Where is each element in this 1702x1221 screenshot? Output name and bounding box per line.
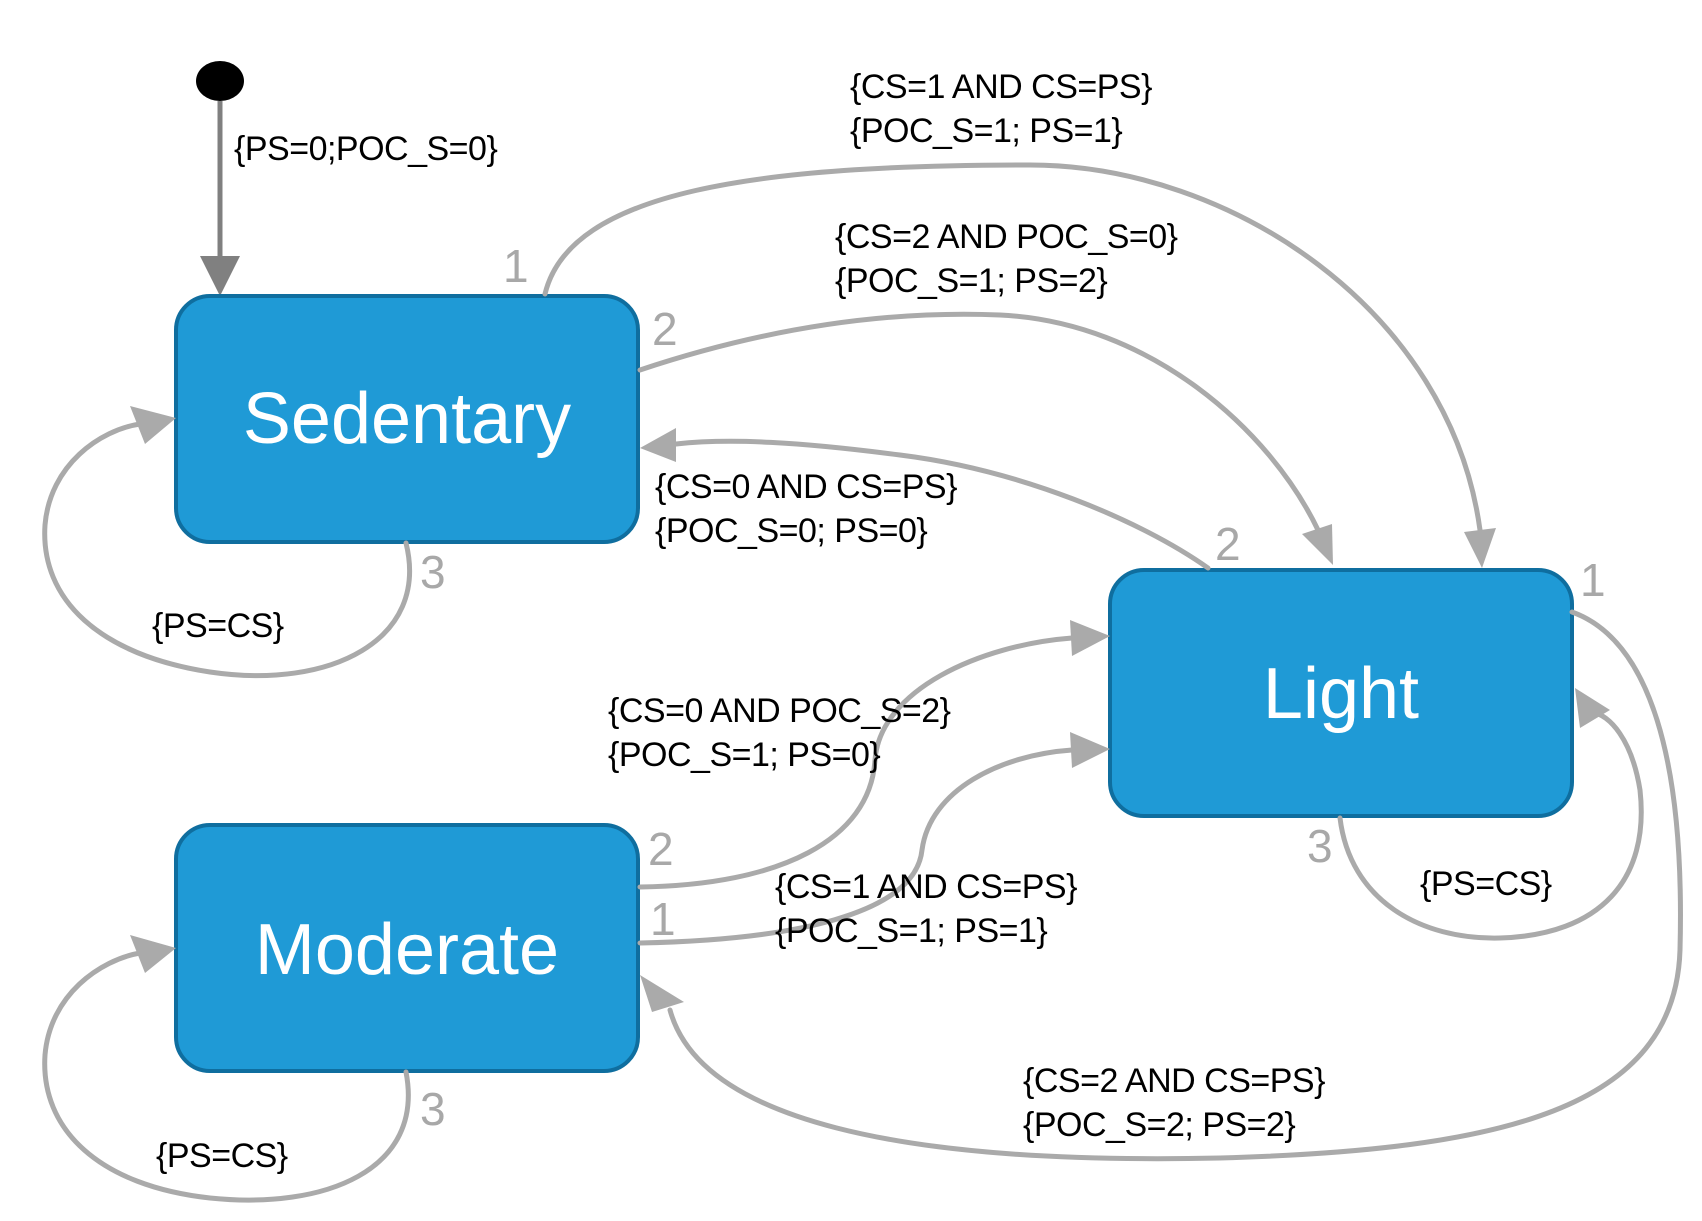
priority-sedentary-to-light-2: 2 [652, 303, 678, 355]
transition-light-to-moderate [667, 609, 1683, 1162]
arrowhead-light-to-sedentary [640, 428, 676, 462]
transition-light-to-sedentary [673, 438, 1211, 571]
action-sedentary-to-light-2: {POC_S=1; PS=2} [835, 262, 1107, 300]
arrowhead-light-self [1575, 688, 1610, 728]
label-light-self: {PS=CS} [1420, 865, 1552, 903]
initial-arrowhead [200, 256, 240, 296]
arrowhead-moderate-to-light-2 [1070, 620, 1110, 656]
state-moderate-label: Moderate [255, 910, 559, 990]
arrowhead-moderate-self [130, 935, 176, 973]
action-light-to-sedentary: {POC_S=0; PS=0} [655, 512, 927, 550]
condition-moderate-to-light-1: {CS=1 AND CS=PS} [775, 868, 1077, 906]
priority-moderate-to-light-1: 1 [650, 893, 676, 945]
action-light-to-moderate: {POC_S=2; PS=2} [1023, 1106, 1295, 1144]
condition-moderate-to-light-2: {CS=0 AND POC_S=2} [608, 692, 951, 730]
priority-moderate-self: 3 [420, 1083, 446, 1135]
condition-sedentary-to-light-2: {CS=2 AND POC_S=0} [835, 218, 1178, 256]
arrowhead-sedentary-to-light-1 [1464, 528, 1496, 568]
priority-light-to-moderate: 1 [1580, 554, 1606, 606]
priority-moderate-to-light-2: 2 [648, 823, 674, 875]
condition-light-to-moderate: {CS=2 AND CS=PS} [1023, 1062, 1325, 1100]
transition-sedentary-to-light-2 [637, 311, 1321, 533]
label-sedentary-self: {PS=CS} [152, 607, 284, 645]
condition-sedentary-to-light-1: {CS=1 AND CS=PS} [850, 68, 1152, 106]
arrowhead-moderate-to-light-1 [1070, 732, 1110, 768]
priority-light-self: 3 [1307, 820, 1333, 872]
action-sedentary-to-light-1: {POC_S=1; PS=1} [850, 112, 1122, 150]
arrowhead-sedentary-self [130, 406, 176, 444]
transition-sedentary-to-light-1 [542, 162, 1483, 533]
transition-light-self [1337, 709, 1644, 941]
arrowhead-sedentary-to-light-2 [1302, 524, 1333, 565]
label-moderate-self: {PS=CS} [156, 1137, 288, 1175]
action-moderate-to-light-1: {POC_S=1; PS=1} [775, 912, 1047, 950]
state-sedentary-label: Sedentary [243, 379, 571, 459]
priority-light-to-sedentary: 2 [1215, 518, 1241, 570]
transition-moderate-self [42, 950, 411, 1203]
initial-transition-label: {PS=0;POC_S=0} [234, 130, 497, 168]
transition-moderate-to-light-1 [637, 747, 1075, 946]
state-light-label: Light [1263, 654, 1419, 734]
transition-sedentary-self [42, 421, 413, 679]
priority-sedentary-to-light-1: 1 [503, 240, 529, 292]
condition-light-to-sedentary: {CS=0 AND CS=PS} [655, 468, 957, 506]
arrowhead-light-to-moderate [640, 975, 684, 1012]
initial-state-dot [196, 61, 244, 101]
action-moderate-to-light-2: {POC_S=1; PS=0} [608, 736, 880, 774]
transition-moderate-to-light-2 [637, 635, 1075, 890]
priority-sedentary-self: 3 [420, 546, 446, 598]
